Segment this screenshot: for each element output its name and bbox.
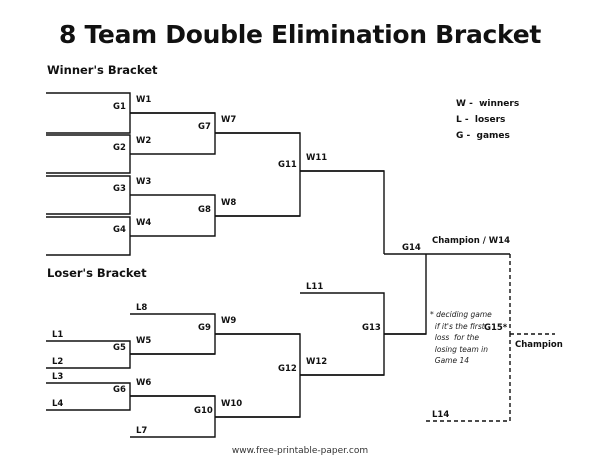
- label-l14: L14: [432, 410, 449, 420]
- label-l8: L8: [136, 303, 147, 313]
- label-g4: G4: [113, 225, 126, 235]
- label-w9: W9: [221, 316, 236, 326]
- label-g11: G11: [278, 160, 297, 170]
- label-g12: G12: [278, 364, 297, 374]
- legend: W - winners L - losers G - games: [456, 96, 519, 144]
- label-w11: W11: [306, 153, 327, 163]
- label-l1: L1: [52, 330, 63, 340]
- label-g2: G2: [113, 143, 126, 153]
- label-g10: G10: [194, 406, 213, 416]
- bracket-g11: [215, 132, 384, 217]
- label-w8: W8: [221, 198, 236, 208]
- label-g6: G6: [113, 385, 126, 395]
- legend-item: L - losers: [456, 115, 506, 125]
- label-w1: W1: [136, 95, 151, 105]
- label-l4: L4: [52, 399, 63, 409]
- bracket-g13: [300, 292, 426, 376]
- label-l7: L7: [136, 426, 147, 436]
- bracket-g3: [46, 175, 131, 215]
- label-g14: G14: [402, 243, 421, 253]
- bracket-g14: [300, 170, 510, 335]
- label-g8: G8: [198, 205, 211, 215]
- label-g1: G1: [113, 102, 126, 112]
- bracket-g2: [46, 134, 131, 174]
- label-champion-w14: Champion / W14: [432, 236, 510, 246]
- label-w2: W2: [136, 136, 151, 146]
- label-l11: L11: [306, 282, 323, 292]
- label-w3: W3: [136, 177, 151, 187]
- legend-item: W - winners: [456, 99, 520, 109]
- label-w4: W4: [136, 218, 151, 228]
- bracket-g15: [426, 254, 555, 422]
- winners-bracket-heading: Winner's Bracket: [47, 63, 158, 77]
- label-g13: G13: [362, 323, 381, 333]
- deciding-game-note: * deciding game if it's the first loss f…: [430, 310, 492, 365]
- label-g15: G15*: [484, 323, 508, 333]
- page-title: 8 Team Double Elimination Bracket: [59, 20, 541, 49]
- label-w6: W6: [136, 378, 151, 388]
- label-w10: W10: [221, 399, 242, 409]
- label-g5: G5: [113, 343, 126, 353]
- label-w12: W12: [306, 357, 327, 367]
- legend-item: G - games: [456, 131, 510, 141]
- label-w7: W7: [221, 115, 236, 125]
- bracket-g4: [46, 216, 131, 256]
- label-l2: L2: [52, 357, 63, 367]
- label-g3: G3: [113, 184, 126, 194]
- label-g7: G7: [198, 122, 211, 132]
- label-l3: L3: [52, 372, 63, 382]
- losers-bracket-heading: Loser's Bracket: [47, 266, 147, 280]
- label-w5: W5: [136, 336, 151, 346]
- label-g9: G9: [198, 323, 211, 333]
- label-champion: Champion: [515, 340, 563, 350]
- footer-url: www.free-printable-paper.com: [231, 446, 369, 456]
